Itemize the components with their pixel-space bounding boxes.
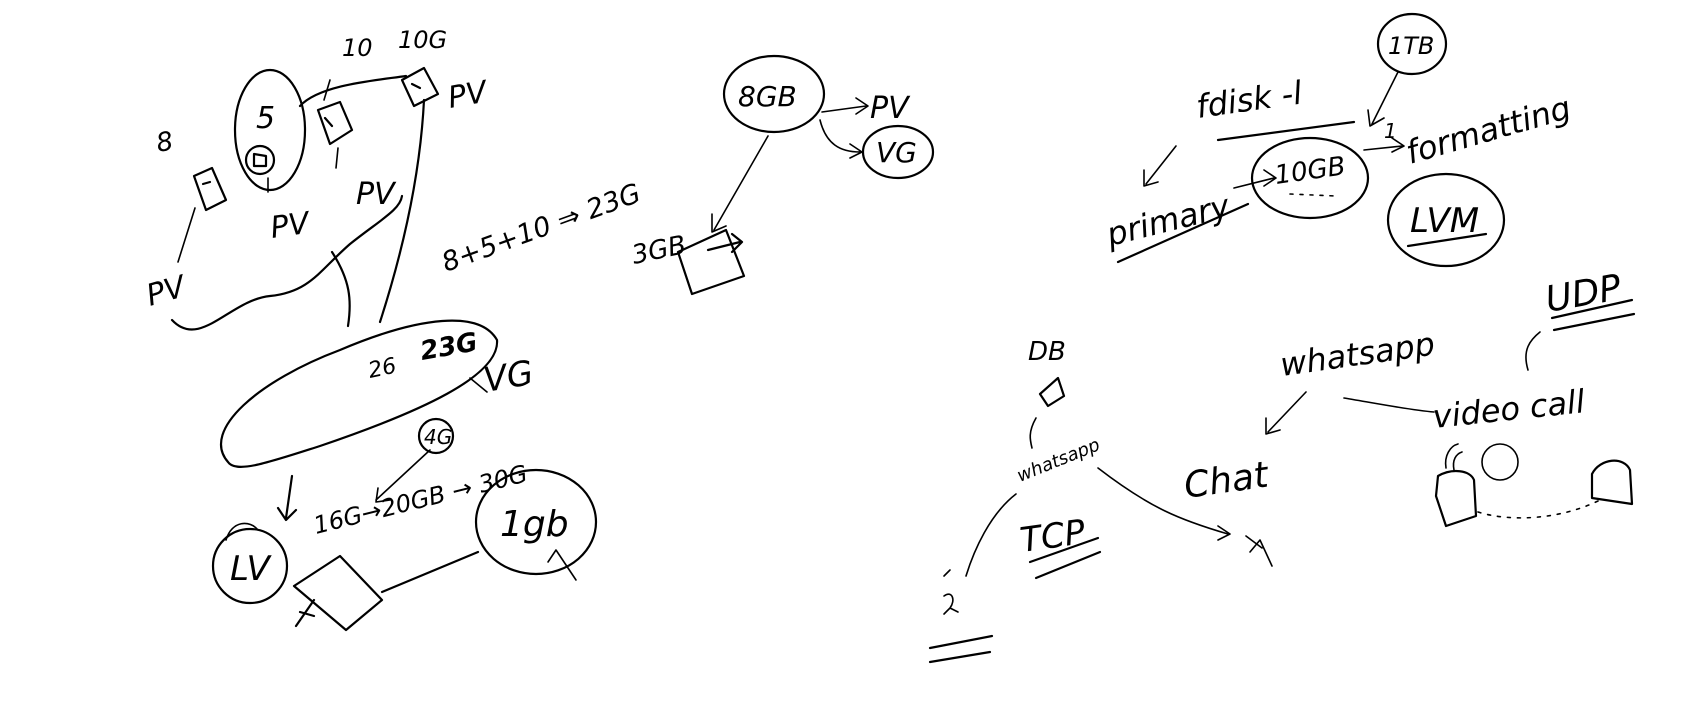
label-video-call: video call	[1431, 382, 1587, 436]
label-sum: 8+5+10 ⇒ 23G	[438, 178, 645, 279]
eight-gb-to-pv-arrow	[821, 97, 869, 115]
label-fdisk: fdisk -l	[1194, 73, 1305, 125]
primary-to-10gb-arrow	[1233, 169, 1277, 189]
disk-box-8	[192, 166, 228, 212]
phone-left	[1434, 470, 1478, 528]
vg-ellipse	[220, 319, 499, 468]
label-vg-26: 26	[366, 354, 399, 384]
label-primary: primary	[1102, 186, 1235, 254]
label-formatting: formatting	[1402, 88, 1575, 171]
label-resize: 16G→20GB → 30G	[311, 460, 531, 540]
four-g-circle	[417, 417, 455, 455]
label-10gb: 10GB	[1273, 151, 1348, 191]
udp-underline-1	[1550, 298, 1634, 320]
label-pv-arrow: PV	[870, 91, 911, 126]
fdisk-underline	[1216, 120, 1356, 142]
db-box	[1038, 376, 1066, 408]
whatsapp-to-user-arrow	[1097, 467, 1231, 541]
label-1: 1	[1384, 119, 1397, 143]
udp-tick	[1525, 331, 1541, 371]
label-vg-23g: 23G	[418, 327, 480, 367]
line-10-pv	[335, 147, 339, 169]
eight-gb-ellipse	[722, 54, 826, 134]
line-box-1gb	[380, 550, 480, 594]
lvm-ellipse	[1386, 172, 1506, 268]
eight-gb-to-3gb-arrow	[711, 135, 769, 233]
video-call-circle	[1481, 443, 1519, 481]
label-10g: 10G	[398, 26, 447, 54]
label-pv-box: PV	[445, 74, 492, 116]
label-udp: UDP	[1542, 267, 1624, 321]
whatsapp-to-videocall-line	[1343, 397, 1435, 413]
fdisk-down-arrow	[1143, 145, 1177, 187]
whatsapp-to-left-user	[965, 493, 1017, 577]
primary-underline	[1116, 202, 1250, 264]
disk-inner-circle	[244, 144, 276, 176]
label-vg: VG	[481, 353, 537, 401]
db-line	[1029, 417, 1037, 449]
label-8gb: 8GB	[738, 80, 797, 113]
video-call-dotted	[1477, 499, 1601, 519]
three-gb-box	[676, 228, 746, 296]
label-whatsapp-top: whatsapp	[1278, 325, 1437, 384]
tcp-underline-1	[1028, 536, 1100, 564]
eight-gb-to-vg-arrow	[819, 119, 863, 159]
lv-tail	[225, 522, 259, 541]
label-pv-left: PV	[143, 269, 192, 314]
label-pv-mid: PV	[356, 177, 397, 212]
one-gb-ellipse	[474, 468, 598, 576]
ten-gb-ellipse	[1250, 136, 1370, 220]
label-lv: LV	[230, 549, 272, 589]
pv-group-outline	[170, 74, 426, 331]
label-pv-center: PV	[268, 206, 314, 246]
label-whatsapp-small: whatsapp	[1014, 434, 1103, 486]
label-vg-circle: VG	[876, 136, 917, 169]
disk-inner-mark	[252, 152, 268, 168]
line-8-pv	[177, 207, 196, 263]
udp-underline-2	[1552, 312, 1636, 332]
user-figure-right	[1245, 535, 1273, 567]
label-5: 5	[256, 101, 275, 136]
label-3gb: 3GB	[629, 230, 689, 271]
label-lvm: LVM	[1410, 201, 1479, 241]
10gb-to-formatting-arrow	[1363, 137, 1405, 153]
lv-circle	[211, 527, 289, 605]
whatsapp-to-chat-arrow	[1265, 391, 1307, 435]
label-chat: Chat	[1182, 454, 1273, 507]
phone-left-waves	[1444, 443, 1463, 471]
user-figure-left	[943, 569, 959, 615]
left-underline-2	[928, 650, 992, 664]
one-tb-ellipse	[1376, 12, 1448, 76]
disk-box-10g	[400, 66, 440, 108]
tcp-underline-2	[1034, 550, 1102, 580]
four-g-arrow	[375, 449, 431, 503]
one-tb-arrow	[1367, 71, 1399, 127]
phone-right	[1590, 459, 1634, 506]
left-underline-1	[928, 634, 994, 650]
ten-gb-dots	[1289, 193, 1337, 197]
mount-box	[292, 554, 384, 632]
label-tcp: TCP	[1018, 512, 1088, 561]
vg-to-lv-arrow	[276, 474, 298, 522]
label-1gb: 1gb	[500, 504, 569, 545]
label-1tb: 1TB	[1388, 32, 1434, 60]
label-4g: 4G	[424, 425, 452, 449]
disk-box-10	[316, 100, 354, 146]
one-gb-mark	[547, 549, 577, 581]
lvm-underline	[1406, 232, 1488, 248]
disk-circle-5	[233, 68, 307, 192]
label-10: 10	[342, 34, 373, 62]
vg-pointer	[469, 377, 488, 393]
label-8: 8	[154, 126, 176, 158]
vg-small-ellipse	[861, 124, 935, 180]
label-db: DB	[1028, 337, 1066, 367]
